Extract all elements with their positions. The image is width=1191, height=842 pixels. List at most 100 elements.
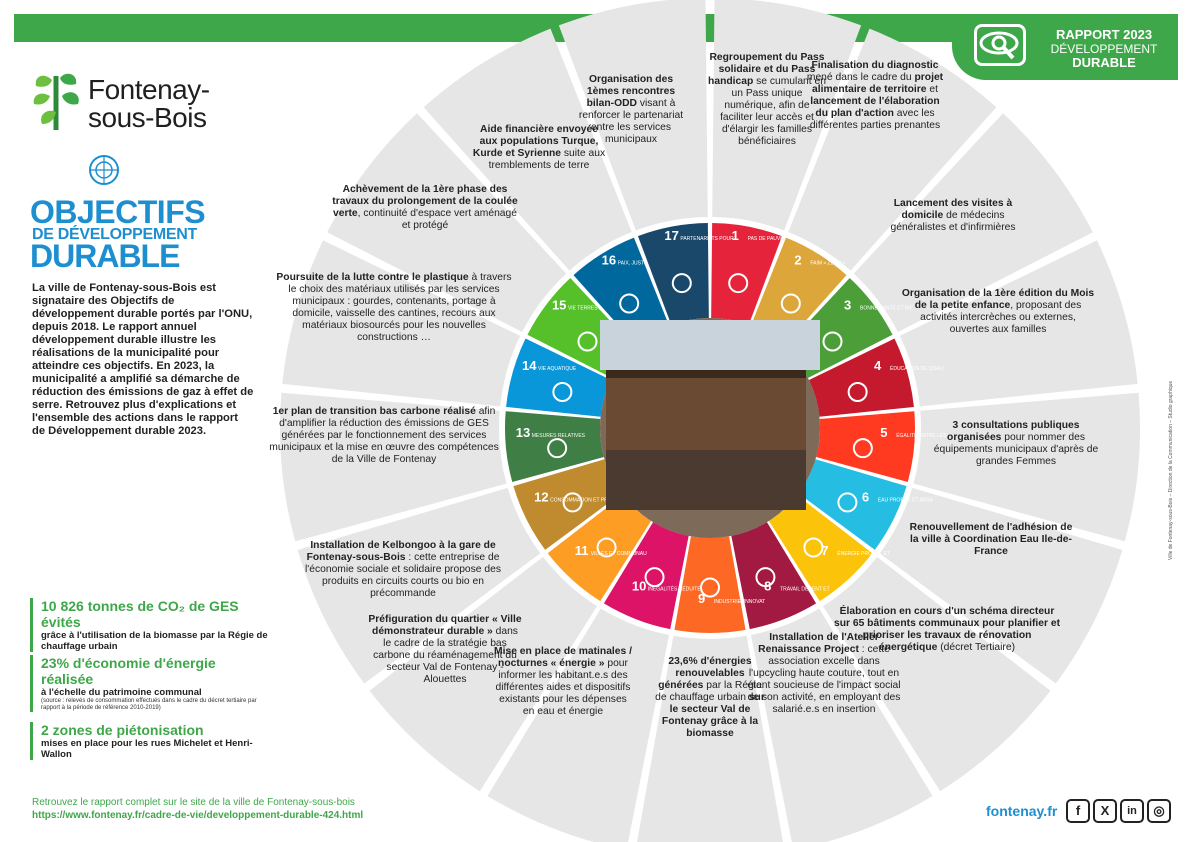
- outer-segment-17: [558, 0, 708, 231]
- goal-segment-5: [816, 411, 916, 483]
- odd-title-line1: OBJECTIFS: [30, 194, 206, 230]
- goal-icon-3: [822, 331, 843, 352]
- leaf-logo-icon: [33, 73, 79, 130]
- goal-icon-9: [700, 577, 720, 598]
- stat-pietonisation: 2 zones de piétonisation mises en place …: [30, 722, 270, 760]
- action-16: Aide financière envoyée aux populations …: [472, 124, 606, 171]
- goal-label-16: PAIX, JUSTICE ET I: [618, 260, 663, 266]
- goal-label-9: INDUSTRIE, INNOVAT: [714, 599, 765, 605]
- outer-segment-16: [423, 28, 632, 271]
- outer-segment-5: [913, 392, 1141, 542]
- goal-segment-7: [768, 495, 873, 602]
- goal-icon-5: [852, 438, 873, 459]
- outer-segment-6: [879, 487, 1123, 684]
- odd-title-line2: DE DÉVELOPPEMENT: [32, 226, 198, 243]
- action-5: 3 consultations publiques organisées pou…: [933, 420, 1099, 467]
- action-17: Organisation des 1èmes rencontres bilan-…: [578, 74, 684, 145]
- goal-number-1: 1: [732, 228, 739, 243]
- action-1: Regroupement du Pass solidaire et du Pas…: [708, 52, 826, 147]
- goal-segment-16: [573, 237, 670, 346]
- goal-segment-2: [750, 237, 847, 346]
- goal-number-11: 11: [575, 543, 589, 558]
- action-2: Finalisation du diagnostic mené dans le …: [806, 60, 944, 131]
- goal-segment-17: [637, 223, 709, 326]
- goal-segment-11: [547, 495, 652, 602]
- goal-icon-2: [780, 293, 801, 314]
- outer-segment-11: [369, 556, 598, 792]
- stat-ges: 10 826 tonnes de CO₂ de GES évités grâce…: [30, 598, 270, 652]
- goal-segment-9: [674, 536, 746, 633]
- goal-icon-4: [847, 381, 868, 402]
- goal-segment-14: [506, 338, 612, 417]
- goal-icon-15: [577, 331, 598, 352]
- goal-segment-6: [798, 459, 907, 550]
- instagram-icon[interactable]: ◎: [1147, 799, 1171, 823]
- goal-label-4: ÉDUCATION DE QUALI: [890, 365, 944, 372]
- report-badge: RAPPORT 2023 DÉVELOPPEMENT DURABLE: [952, 14, 1178, 80]
- goal-label-5: ÉGALITÉ ENTRE LES: [896, 432, 947, 439]
- credits: Ville de Fontenay-sous-Bois – Direction …: [1168, 380, 1174, 560]
- goal-number-13: 13: [516, 425, 530, 440]
- goal-label-11: VILLES ET COMMUNAU: [591, 551, 647, 557]
- goal-number-4: 4: [874, 358, 882, 373]
- outer-segment-3: [853, 113, 1093, 332]
- action-14: Poursuite de la lutte contre le plastiqu…: [276, 272, 512, 343]
- goal-icon-16: [619, 293, 640, 314]
- outer-segment-1: [712, 0, 862, 231]
- goal-number-14: 14: [522, 358, 537, 373]
- goal-number-9: 9: [698, 591, 705, 606]
- outer-segment-8: [750, 608, 933, 842]
- building-illustration: [600, 320, 820, 510]
- goal-icon-7: [803, 537, 824, 558]
- outer-segment-2: [788, 28, 997, 271]
- site-link[interactable]: fontenay.fr: [986, 803, 1058, 819]
- action-3: Lancement des visites à domicile de méde…: [890, 198, 1016, 233]
- action-6: Renouvellement de l'adhésion de la ville…: [909, 522, 1073, 557]
- goal-label-15: VIE TERRESTRE: [568, 306, 608, 312]
- odd-title: OBJECTIFS DE DÉVELOPPEMENT DURABLE: [30, 152, 230, 272]
- goal-number-3: 3: [844, 298, 851, 313]
- facebook-icon[interactable]: f: [1066, 799, 1090, 823]
- goal-number-7: 7: [821, 543, 828, 558]
- action-13: 1er plan de transition bas carbone réali…: [269, 406, 499, 465]
- goal-label-2: FAIM « ZÉRO »: [810, 259, 846, 266]
- goal-number-10: 10: [632, 579, 646, 594]
- outer-segment-15: [327, 113, 567, 332]
- goal-icon-13: [547, 438, 568, 459]
- goal-icon-11: [596, 537, 617, 558]
- goal-segment-4: [808, 338, 914, 417]
- goal-icon-6: [837, 492, 858, 513]
- badge-line1: RAPPORT 2023: [1055, 27, 1153, 42]
- action-8: Installation de l'Atelier Renaissance Pr…: [747, 632, 901, 715]
- x-icon[interactable]: X: [1093, 799, 1117, 823]
- outer-segment-7: [822, 556, 1051, 792]
- outer-segment-9: [637, 635, 783, 842]
- goal-label-1: PAS DE PAUVRETÉ: [748, 235, 795, 242]
- goal-label-13: MESURES RELATIVES: [532, 433, 586, 439]
- goal-label-3: BONNE SANTÉ ET BIE: [860, 305, 914, 312]
- city-name: Fontenay- sous-Bois: [88, 74, 210, 133]
- goal-number-5: 5: [880, 425, 887, 440]
- goal-icon-8: [755, 567, 776, 588]
- outer-segment-14: [282, 240, 521, 407]
- city-logo: Fontenay- sous-Bois: [30, 72, 230, 142]
- odd-title-line3: DURABLE: [30, 238, 180, 274]
- intro-text: La ville de Fontenay-sous-Bois est signa…: [32, 282, 254, 437]
- goal-segment-13: [505, 411, 604, 483]
- outer-segment-13: [280, 392, 507, 542]
- goal-number-15: 15: [552, 298, 566, 313]
- goal-label-12: CONSOMMATION ET PR: [550, 498, 608, 504]
- footer-url[interactable]: https://www.fontenay.fr/cadre-de-vie/dev…: [32, 810, 364, 821]
- goal-number-6: 6: [862, 490, 869, 505]
- eye-magnifier-icon: [974, 24, 1026, 66]
- goal-icon-14: [552, 381, 573, 402]
- goal-number-17: 17: [664, 228, 678, 243]
- action-15: Achèvement de la 1ère phase des travaux …: [332, 184, 518, 231]
- goal-icon-17: [671, 273, 692, 294]
- linkedin-icon[interactable]: in: [1120, 799, 1144, 823]
- goal-icon-10: [644, 567, 665, 588]
- goal-label-14: VIE AQUATIQUE: [538, 366, 577, 372]
- action-12: Installation de Kelbongoo à la gare de F…: [304, 540, 501, 599]
- goal-segment-1: [711, 223, 783, 326]
